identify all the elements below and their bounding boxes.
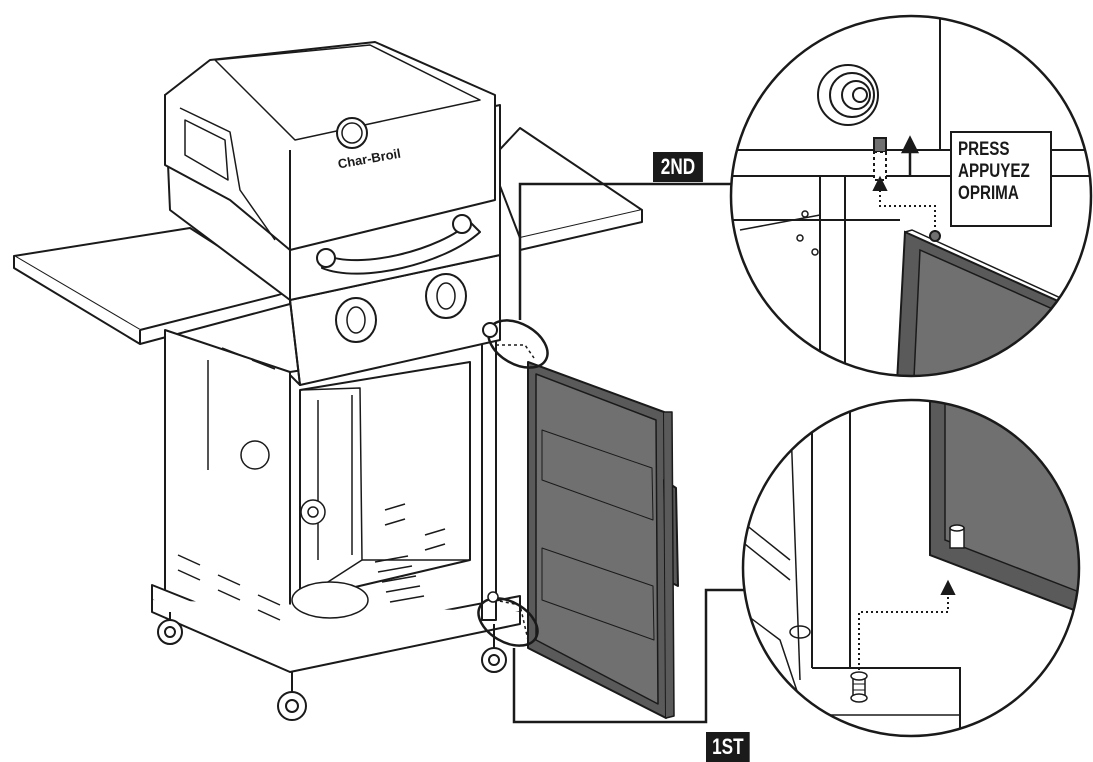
dotted-arrow-icon bbox=[858, 579, 956, 670]
grill-body bbox=[13, 41, 643, 721]
detail-circle-lower-pin bbox=[741, 398, 1081, 738]
control-knobs bbox=[335, 273, 467, 343]
wheels bbox=[157, 619, 507, 721]
knob-icon bbox=[817, 64, 879, 126]
arrow-up-icon bbox=[900, 135, 920, 175]
press-label-es: OPRIMA bbox=[958, 183, 1019, 204]
detail-circle-upper-pin bbox=[729, 14, 1093, 378]
dotted-arrow-icon bbox=[872, 175, 936, 232]
lid-handle bbox=[321, 221, 481, 275]
cabinet-door bbox=[527, 361, 679, 719]
press-instruction-box: PRESS APPUYEZ OPRIMA bbox=[950, 131, 1052, 227]
press-label-fr: APPUYEZ bbox=[958, 161, 1030, 182]
step-badge-second: 2ND bbox=[653, 152, 703, 182]
leader-line-first bbox=[512, 588, 748, 724]
step-badge-first: 1ST bbox=[706, 732, 750, 762]
press-label-en: PRESS bbox=[958, 139, 1010, 160]
